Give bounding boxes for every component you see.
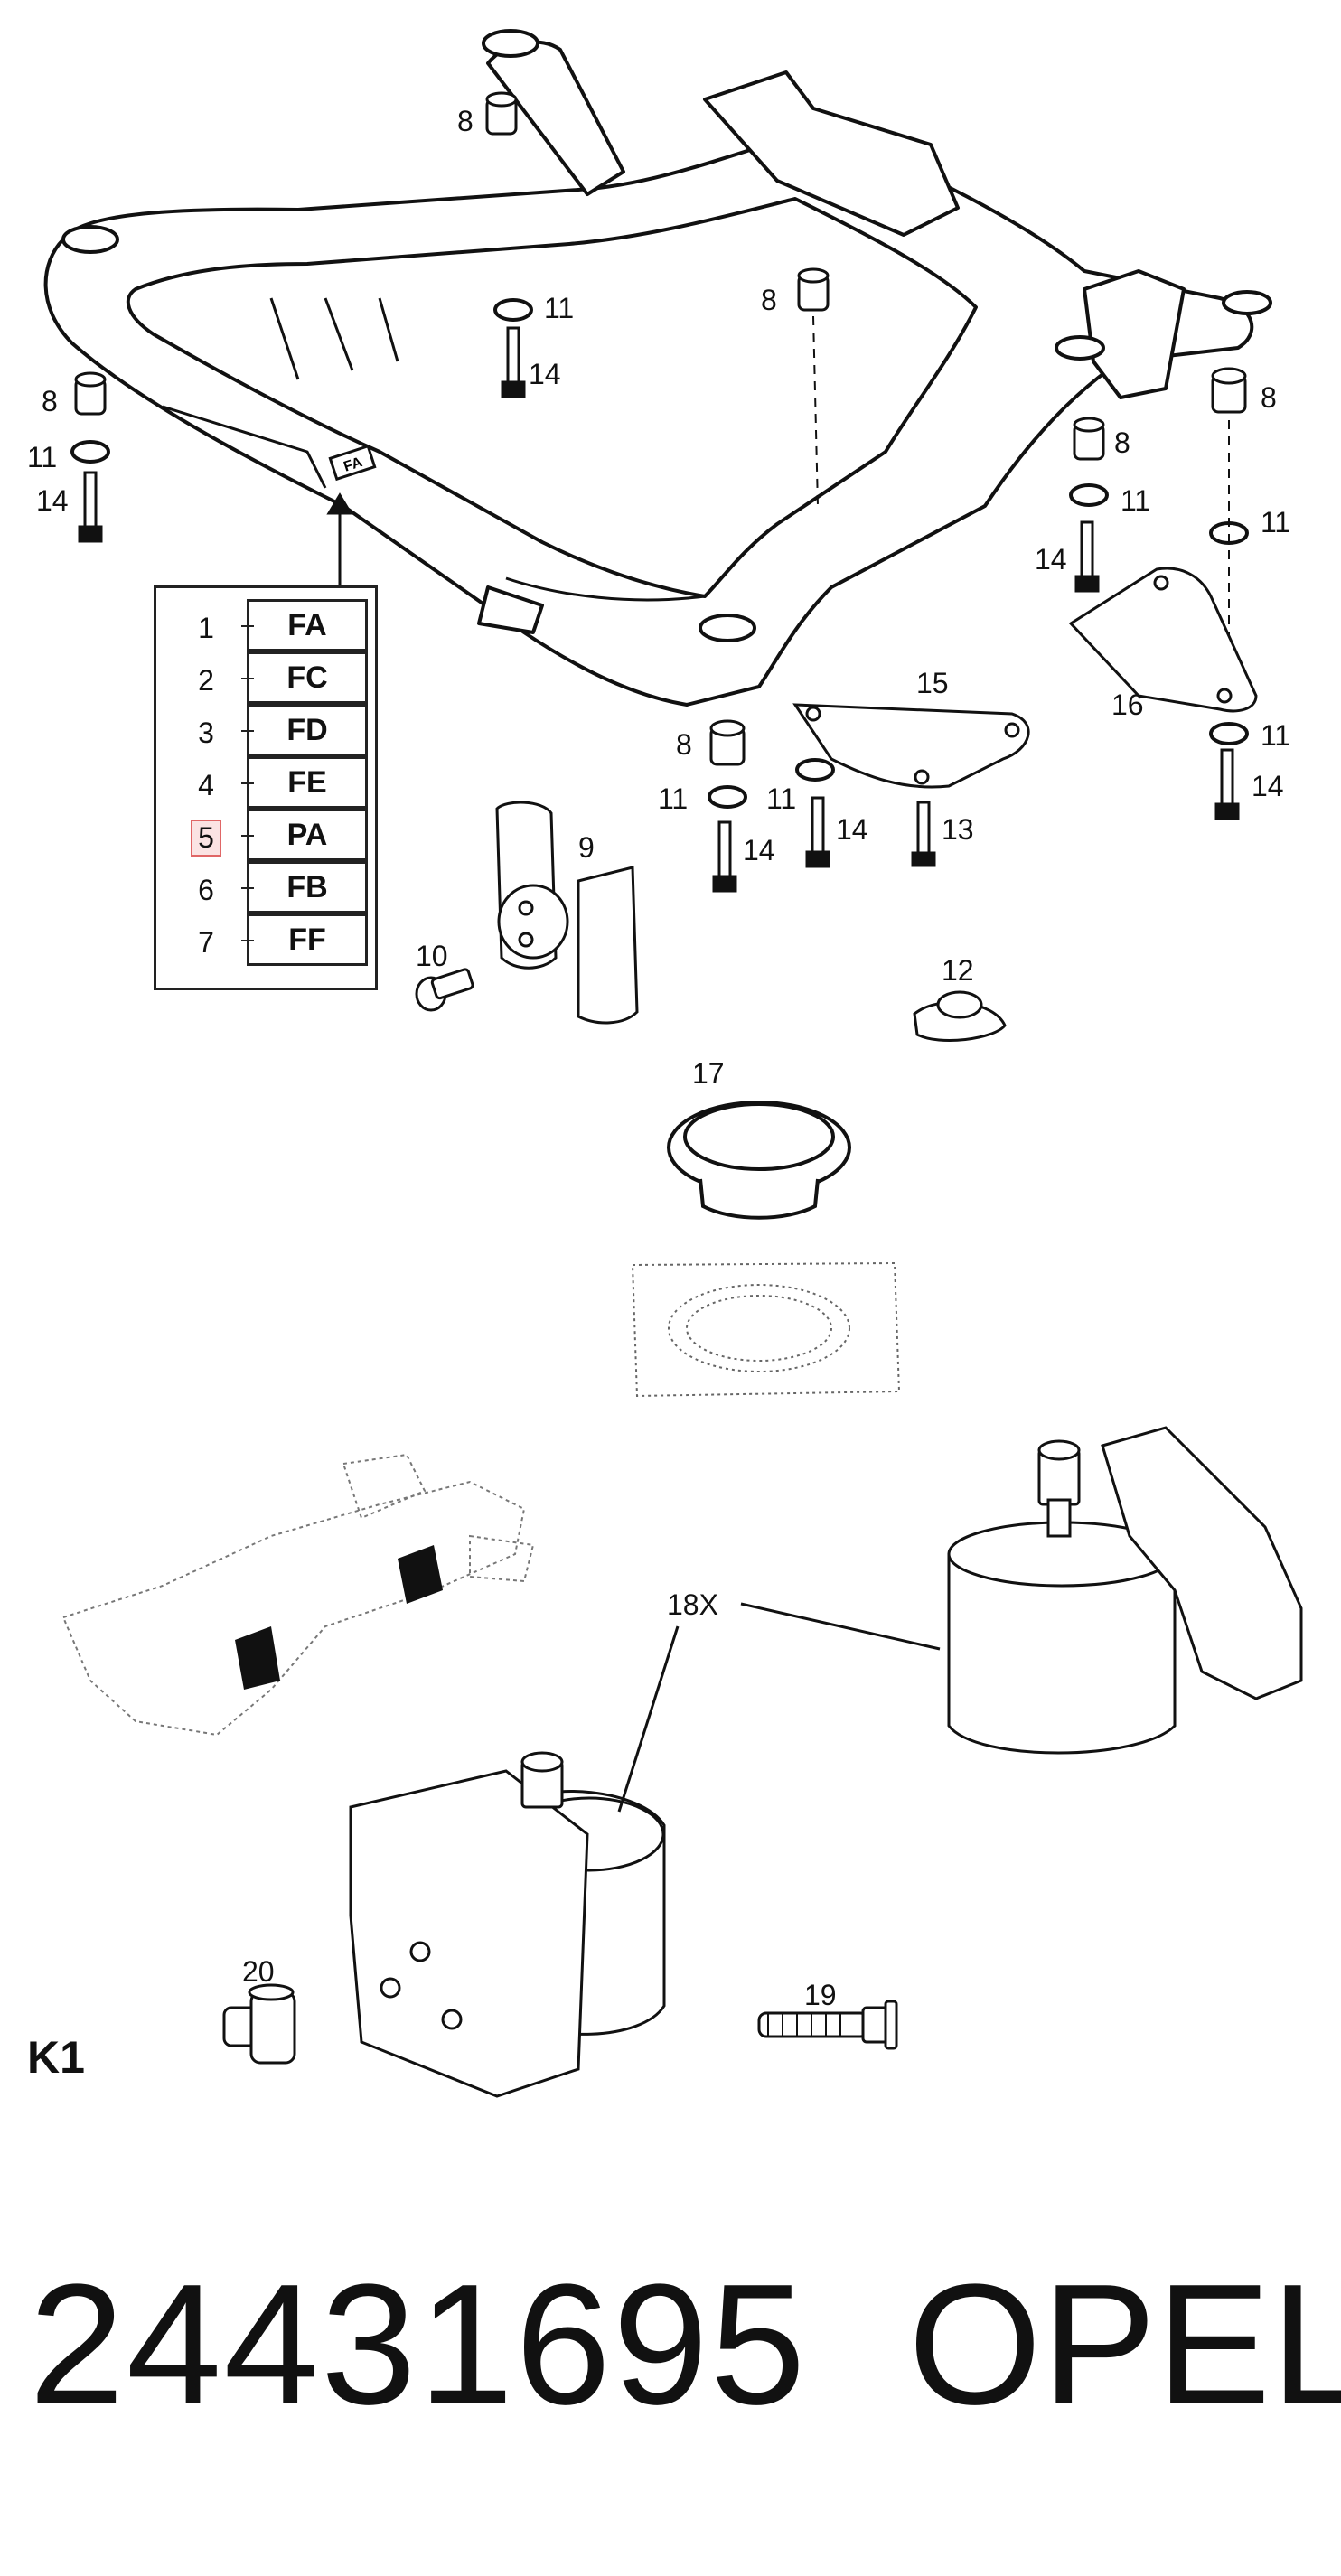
- code-row-number: 3: [198, 717, 214, 749]
- code-row-number: 1: [198, 612, 214, 644]
- callout-11: 11: [1261, 506, 1291, 539]
- callout-14: 14: [836, 813, 868, 846]
- gasket-outline: [631, 1261, 901, 1398]
- callout-15: 15: [916, 667, 949, 699]
- code-cell: FB: [247, 861, 368, 913]
- code-row[interactable]: 4 FE: [156, 756, 375, 809]
- plug-part-17: [667, 1101, 851, 1220]
- part-number: 24431695: [29, 2249, 808, 2440]
- callout-14: 14: [1035, 543, 1067, 576]
- clip-part-12: [913, 990, 1007, 1043]
- code-row[interactable]: 2 FC: [156, 651, 375, 704]
- callout-11: 11: [27, 441, 58, 473]
- callout-14: 14: [529, 358, 561, 390]
- code-row-number: 4: [198, 769, 214, 801]
- callout-18x-leaders: [617, 1602, 941, 1813]
- callout-17: 17: [692, 1057, 725, 1090]
- code-cell: FE: [247, 756, 368, 809]
- locator-subframe: [61, 1453, 535, 1737]
- callout-16: 16: [1111, 688, 1144, 721]
- callout-20: 20: [242, 1955, 275, 1988]
- code-cell: FC: [247, 651, 368, 704]
- callout-8: 8: [1261, 381, 1277, 414]
- washer-parts: [70, 298, 1249, 809]
- code-row[interactable]: 7 FF: [156, 913, 375, 966]
- frame-code-tag: FA: [328, 444, 377, 482]
- code-row-number: 2: [198, 664, 214, 697]
- callout-14: 14: [1252, 770, 1284, 802]
- code-cell: FD: [247, 704, 368, 756]
- screw-part-10: [415, 968, 474, 1012]
- assembly-guide-lines: [812, 315, 1230, 687]
- code-row-number: 7: [198, 926, 214, 959]
- bolt-parts: [78, 326, 1240, 893]
- bolt-part-19: [757, 2000, 898, 2050]
- callout-8: 8: [42, 385, 58, 417]
- callout-11: 11: [1121, 484, 1151, 517]
- code-cell: FA: [247, 599, 368, 651]
- callout-8: 8: [1114, 426, 1130, 459]
- callout-10: 10: [416, 940, 448, 972]
- bushing-parts: [74, 91, 1247, 766]
- engine-mount-18x-upper: [947, 1426, 1303, 1755]
- code-cell: PA: [247, 809, 368, 861]
- section-label: K1: [27, 2032, 85, 2083]
- callout-12: 12: [942, 954, 974, 987]
- plug-part-20: [222, 1983, 296, 2065]
- bracket-16: [1068, 567, 1258, 713]
- svg-text:FA: FA: [342, 454, 364, 475]
- code-cell: FF: [247, 913, 368, 966]
- code-row[interactable]: 3 FD: [156, 704, 375, 756]
- bracket-15: [792, 703, 1030, 789]
- brand-name: OPEL: [908, 2249, 1341, 2440]
- engine-mount-18x-lower: [349, 1751, 666, 2098]
- code-row-number: 5: [191, 820, 221, 857]
- variant-code-table: 1 FA 2 FC 3 FD 4 FE 5 PA 6 FB 7 FF: [154, 585, 378, 990]
- subframe: [43, 29, 1272, 707]
- code-row[interactable]: 1 FA: [156, 599, 375, 651]
- callout-11: 11: [544, 292, 575, 324]
- callout-19: 19: [804, 1979, 837, 2011]
- callout-18x: 18X: [667, 1588, 718, 1621]
- callout-11: 11: [658, 782, 689, 815]
- callout-8: 8: [761, 284, 777, 316]
- code-pointer-arrow: [326, 492, 353, 587]
- callout-14: 14: [743, 834, 775, 866]
- callout-14: 14: [36, 484, 69, 517]
- callout-13: 13: [942, 813, 974, 846]
- callout-9: 9: [578, 831, 595, 864]
- locator-highlight-mounts: [235, 1545, 443, 1690]
- code-row[interactable]: 6 FB: [156, 861, 375, 913]
- callout-8: 8: [676, 728, 692, 761]
- callout-8: 8: [457, 105, 474, 137]
- code-row-selected[interactable]: 5 PA: [156, 809, 375, 861]
- mount-part-9: [495, 801, 639, 1025]
- callout-11: 11: [1261, 719, 1291, 752]
- callout-11: 11: [766, 782, 797, 815]
- code-row-number: 6: [198, 874, 214, 906]
